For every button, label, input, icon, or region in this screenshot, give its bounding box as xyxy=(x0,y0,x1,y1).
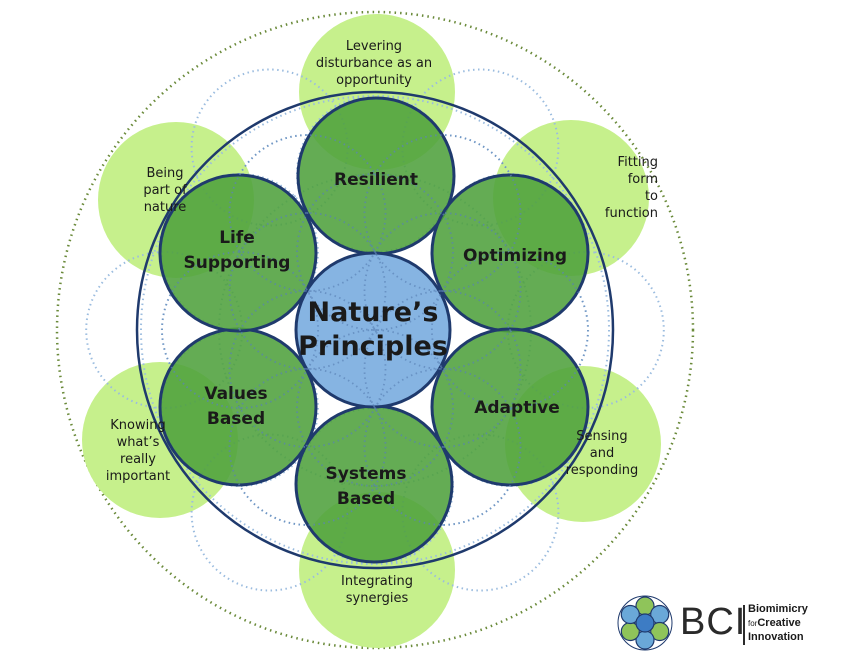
logo-line2-small: for xyxy=(748,619,758,628)
flower-overlay-pattern xyxy=(161,134,589,526)
bci-logo: BCI Biomimicry forCreative Innovation xyxy=(612,595,832,651)
logo-center xyxy=(635,613,655,633)
label-life-supporting: Life Supporting xyxy=(183,228,291,273)
label-adaptive: Adaptive xyxy=(474,397,560,418)
overlay-circle-4 xyxy=(228,290,387,448)
flower-circle-19 xyxy=(506,251,665,409)
label-systems-based: Systems Based xyxy=(325,464,407,509)
label-integrating: Integrating synergies xyxy=(341,574,413,606)
flower-circle-17 xyxy=(160,173,319,331)
label-optimizing: Optimizing xyxy=(462,245,568,266)
center-circle xyxy=(294,251,452,409)
logo-petal-2 xyxy=(650,621,670,642)
logo-divider xyxy=(743,605,745,645)
label-being: Being part of nature xyxy=(143,165,187,215)
center-label: Nature’s Principles xyxy=(298,297,448,362)
principle-circle-life-supporting xyxy=(158,173,318,333)
outer-dotted-ring xyxy=(55,10,695,650)
overlay-circle-0 xyxy=(296,173,454,331)
overlay-circle-3 xyxy=(296,329,454,487)
flower-circle-ring-outer xyxy=(140,95,610,565)
overlay-circle-outer-0 xyxy=(363,134,522,293)
main-ring xyxy=(135,90,615,570)
overlay-circle-1 xyxy=(363,212,522,370)
label-levering: Levering disturbance as an opportunity xyxy=(315,38,433,88)
overlay-circle-2 xyxy=(363,290,522,448)
bci-logo-icon xyxy=(617,595,673,651)
label-fitting: Fitting form to function xyxy=(604,155,658,221)
label-values-based: Values Based xyxy=(204,384,268,429)
overlay-circle-outer-1 xyxy=(430,251,589,409)
logo-line2: forCreative xyxy=(748,617,801,629)
flower-circle-ring-mid xyxy=(218,173,532,487)
overlay-circle-5 xyxy=(228,212,387,370)
logo-petal-5 xyxy=(620,604,640,625)
overlay-circle-outer-4 xyxy=(161,251,320,409)
label-resilient: Resilient xyxy=(334,169,418,190)
logo-line2-main: Creative xyxy=(757,617,801,629)
logo-ring xyxy=(617,595,673,651)
logo-acronym: BCI xyxy=(680,601,747,643)
logo-line3: Innovation xyxy=(748,631,804,643)
flower-circle-16 xyxy=(160,329,319,487)
label-knowing: Knowing what’s really important xyxy=(105,418,171,484)
flower-circle-18 xyxy=(401,68,560,227)
overlay-circle-outer-5 xyxy=(228,134,387,293)
label-sensing: Sensing and responding xyxy=(565,428,639,478)
flower-circle-20 xyxy=(401,433,560,592)
logo-line1: Biomimicry xyxy=(748,603,808,615)
